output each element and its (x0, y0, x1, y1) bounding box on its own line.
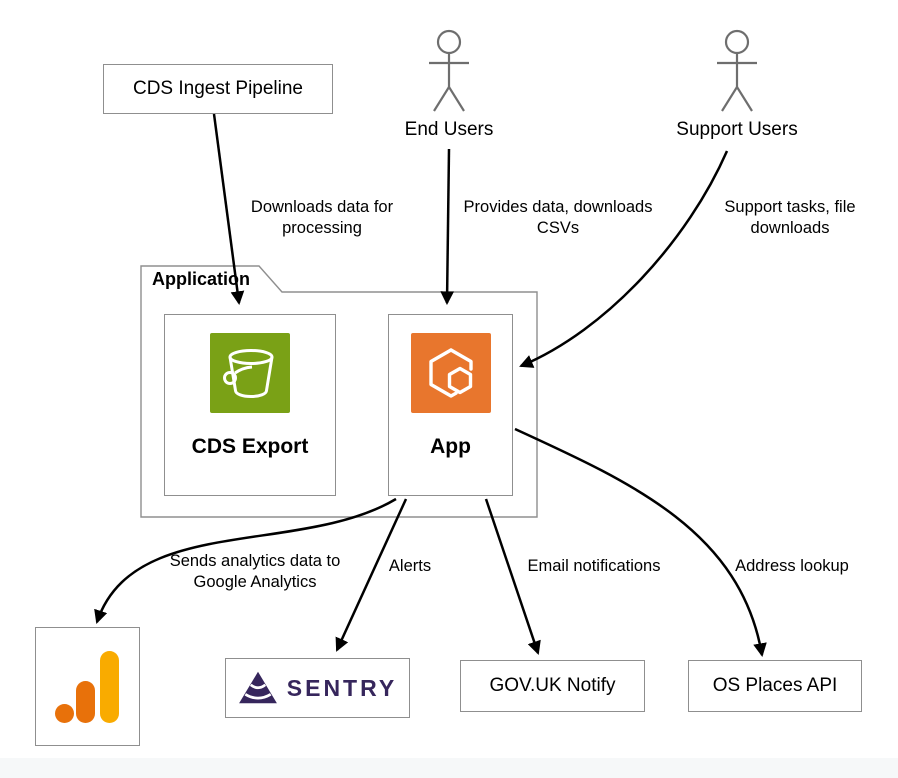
edge-support-users-to-app (519, 150, 729, 368)
os-places-api-label: OS Places API (712, 675, 838, 696)
edge-end-users-to-app (440, 148, 455, 306)
sentry-logo-icon (238, 671, 277, 704)
edge-label-alerts: Alerts (388, 557, 432, 575)
node-cds-export: CDS Export (164, 314, 336, 496)
cds-export-label: CDS Export (191, 435, 309, 458)
node-os-places-api: OS Places API (688, 660, 862, 712)
govuk-notify-label: GOV.UK Notify (489, 675, 616, 696)
sentry-wordmark: SENTRY (286, 674, 398, 701)
edge-label-sends-analytics: Sends analytics data to Google Analytics (169, 552, 341, 591)
edge-label-support-tasks: Support tasks, file downloads (724, 198, 856, 237)
edge-app-to-govuk-notify (484, 498, 541, 655)
google-analytics-icon (54, 650, 119, 723)
end-users-label: End Users (404, 119, 494, 140)
support-users-actor-icon (717, 29, 757, 112)
edge-label-email-notifications: Email notifications (527, 557, 661, 575)
edge-app-to-sentry (335, 498, 408, 652)
node-cds-ingest-pipeline: CDS Ingest Pipeline (103, 64, 333, 114)
edge-label-provides-data: Provides data, downloads CSVs (463, 198, 653, 237)
edge-app-to-os-places-api (514, 427, 767, 658)
edge-label-downloads-data: Downloads data for processing (250, 198, 394, 237)
node-google-analytics (35, 627, 140, 746)
node-app: App (388, 314, 513, 496)
edge-cds-ingest-to-cds-export (212, 113, 245, 306)
aws-ecs-icon (410, 333, 491, 413)
end-users-actor-icon (429, 29, 469, 112)
node-sentry: SENTRY (225, 658, 410, 718)
edge-app-to-google-analytics (94, 497, 397, 624)
aws-s3-bucket-icon (210, 333, 290, 413)
cds-ingest-pipeline-label: CDS Ingest Pipeline (132, 78, 304, 99)
support-users-label: Support Users (676, 119, 798, 140)
app-label: App (430, 435, 471, 458)
edge-label-address-lookup: Address lookup (735, 557, 849, 575)
page-bottom-strip (0, 758, 898, 778)
node-govuk-notify: GOV.UK Notify (460, 660, 645, 712)
application-boundary-label: Application (152, 269, 250, 289)
